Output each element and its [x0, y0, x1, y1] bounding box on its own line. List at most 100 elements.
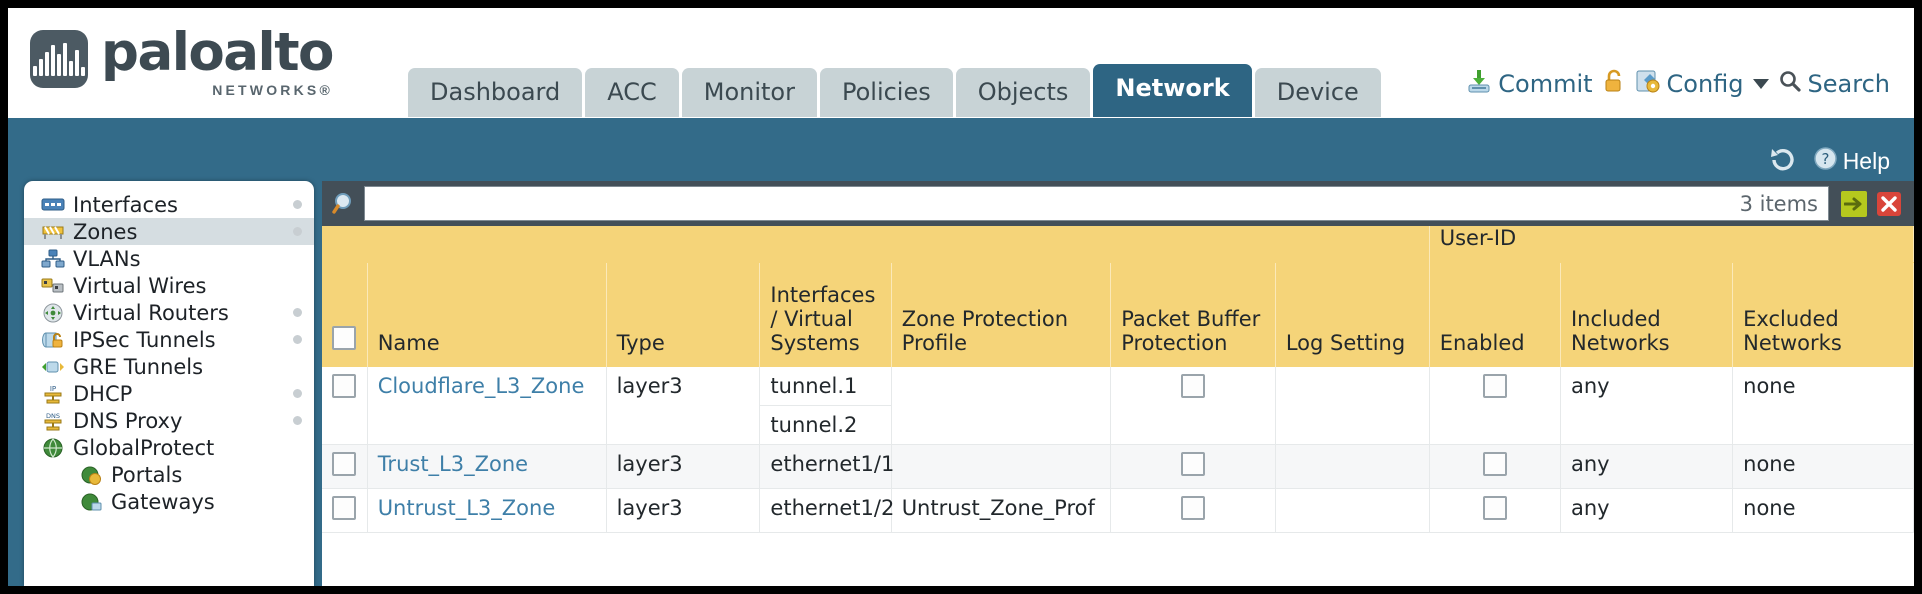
- status-dot: [293, 416, 302, 425]
- help-button[interactable]: ? Help: [1813, 146, 1890, 177]
- lock-button[interactable]: [1602, 68, 1626, 100]
- row-checkbox[interactable]: [332, 495, 357, 520]
- packet-buffer-protection-checkbox[interactable]: [1181, 451, 1205, 476]
- config-button[interactable]: Config: [1635, 68, 1769, 100]
- sidebar-item-gre-tunnels[interactable]: GRE Tunnels: [24, 353, 314, 380]
- column-header-zone-protection-profile[interactable]: Zone Protection Profile: [891, 262, 1112, 367]
- tab-policies[interactable]: Policies: [819, 68, 953, 117]
- cell-included-networks: any: [1560, 444, 1734, 489]
- tab-objects[interactable]: Objects: [955, 68, 1091, 117]
- cell-userid-enabled: [1429, 488, 1561, 533]
- help-label: Help: [1842, 148, 1890, 174]
- interface-entry: tunnel.2: [770, 412, 858, 437]
- sidebar-item-interfaces[interactable]: Interfaces: [24, 191, 314, 218]
- table-row[interactable]: Trust_L3_Zone layer3 ethernet1/1 any: [322, 444, 1914, 489]
- tab-monitor[interactable]: Monitor: [681, 68, 817, 117]
- paloalto-waveform-logo-icon: [30, 30, 88, 88]
- cell-interfaces: ethernet1/1: [759, 444, 894, 489]
- cell-packet-buffer-protection: [1110, 488, 1276, 533]
- cell-interfaces: ethernet1/2: [759, 488, 894, 533]
- sidebar-item-label: Interfaces: [73, 192, 178, 217]
- group-header-userid: User-ID: [1429, 226, 1914, 263]
- clear-x-icon[interactable]: [1876, 191, 1902, 217]
- cell-type: layer3: [606, 366, 761, 445]
- cell-userid-enabled: [1429, 366, 1561, 445]
- virtual-wires-icon: [40, 276, 65, 295]
- zone-link[interactable]: Untrust_L3_Zone: [377, 495, 556, 520]
- row-checkbox[interactable]: [332, 451, 357, 476]
- packet-buffer-protection-checkbox[interactable]: [1181, 373, 1205, 398]
- tab-dashboard[interactable]: Dashboard: [408, 68, 583, 117]
- zones-icon: [40, 222, 65, 241]
- cell-zone-protection-profile: [891, 366, 1112, 445]
- zone-link[interactable]: Trust_L3_Zone: [377, 451, 529, 476]
- sidebar-item-label: DNS Proxy: [73, 408, 183, 433]
- sidebar-item-label: Zones: [73, 219, 138, 244]
- search-magnifier-icon[interactable]: [326, 190, 364, 218]
- select-all-checkbox[interactable]: [332, 325, 356, 350]
- column-header-name[interactable]: Name: [367, 262, 607, 367]
- cell-packet-buffer-protection: [1110, 444, 1276, 489]
- column-header-excluded-networks[interactable]: Excluded Networks: [1732, 262, 1914, 367]
- column-header-enabled[interactable]: Enabled: [1429, 262, 1561, 367]
- sidebar-item-virtual-routers[interactable]: Virtual Routers: [24, 299, 314, 326]
- userid-enabled-checkbox[interactable]: [1482, 495, 1507, 520]
- sidebar-item-label: Virtual Routers: [73, 300, 229, 325]
- apply-arrow-icon[interactable]: [1841, 190, 1867, 217]
- column-header-type[interactable]: Type: [606, 262, 761, 367]
- svg-text:?: ?: [1821, 150, 1829, 168]
- cell-excluded-networks: none: [1732, 444, 1914, 489]
- sidebar-item-portals[interactable]: Portals: [24, 461, 314, 488]
- sidebar-item-dns-proxy[interactable]: DNS DNS Proxy: [24, 407, 314, 434]
- search-button[interactable]: Search: [1778, 69, 1890, 99]
- search-buttons: [1829, 190, 1910, 217]
- chevron-down-icon[interactable]: [1752, 79, 1769, 89]
- search-input[interactable]: 3 items: [364, 186, 1829, 221]
- zone-link[interactable]: Cloudflare_L3_Zone: [377, 373, 585, 398]
- row-select-cell: [322, 488, 368, 533]
- column-header-included-networks[interactable]: Included Networks: [1560, 262, 1734, 367]
- tab-device[interactable]: Device: [1254, 68, 1381, 117]
- cell-name: Untrust_L3_Zone: [367, 488, 607, 533]
- brand-logo[interactable]: paloalto NETWORKS®: [30, 22, 334, 98]
- vlans-icon: [40, 249, 65, 268]
- table-row[interactable]: Untrust_L3_Zone layer3 ethernet1/2 Untru…: [322, 488, 1914, 533]
- sidebar-item-zones[interactable]: Zones: [24, 218, 314, 245]
- sidebar-item-label: Virtual Wires: [73, 273, 207, 298]
- status-dot: [293, 308, 302, 317]
- sidebar-item-dhcp[interactable]: IP DHCP: [24, 380, 314, 407]
- userid-enabled-checkbox[interactable]: [1482, 451, 1507, 476]
- row-select-cell: [322, 444, 368, 489]
- sidebar-item-globalprotect[interactable]: GlobalProtect: [24, 434, 314, 461]
- refresh-icon[interactable]: [1769, 146, 1797, 177]
- sidebar-item-gateways[interactable]: Gateways: [24, 488, 314, 515]
- column-header-interfaces[interactable]: Interfaces / Virtual Systems: [759, 262, 892, 367]
- sidebar-item-vlans[interactable]: VLANs: [24, 245, 314, 272]
- packet-buffer-protection-checkbox[interactable]: [1181, 495, 1205, 520]
- cell-log-setting: [1275, 366, 1430, 445]
- gre-tunnels-icon: [40, 357, 65, 376]
- column-header-packet-buffer-protection[interactable]: Packet Buffer Protection: [1110, 262, 1276, 367]
- commit-button[interactable]: Commit: [1466, 68, 1593, 100]
- sidebar-item-ipsec-tunnels[interactable]: IPSec Tunnels: [24, 326, 314, 353]
- userid-enabled-checkbox[interactable]: [1482, 373, 1507, 398]
- dhcp-icon: IP: [40, 384, 65, 403]
- column-header-log-setting[interactable]: Log Setting: [1275, 262, 1430, 367]
- virtual-routers-icon: [40, 303, 65, 322]
- sidebar-item-label: IPSec Tunnels: [73, 327, 216, 352]
- table-group-header-row: User-ID: [322, 226, 1914, 263]
- sidebar-item-label: VLANs: [73, 246, 141, 271]
- globalprotect-icon: [40, 438, 65, 458]
- config-label: Config: [1666, 70, 1744, 98]
- row-checkbox[interactable]: [332, 373, 357, 398]
- group-header-spacer: [322, 226, 1430, 263]
- tab-acc[interactable]: ACC: [585, 68, 679, 117]
- cell-zone-protection-profile: Untrust_Zone_Prof: [891, 488, 1112, 533]
- cell-excluded-networks: none: [1732, 488, 1914, 533]
- svg-text:DNS: DNS: [46, 412, 60, 420]
- tab-network[interactable]: Network: [1093, 64, 1252, 117]
- sidebar-item-virtual-wires[interactable]: Virtual Wires: [24, 272, 314, 299]
- brand-name: paloalto: [101, 22, 334, 83]
- body-area: Interfaces Zones VLANs Vir: [8, 181, 1914, 586]
- table-row[interactable]: Cloudflare_L3_Zone layer3 tunnel.1 tunne…: [322, 366, 1914, 445]
